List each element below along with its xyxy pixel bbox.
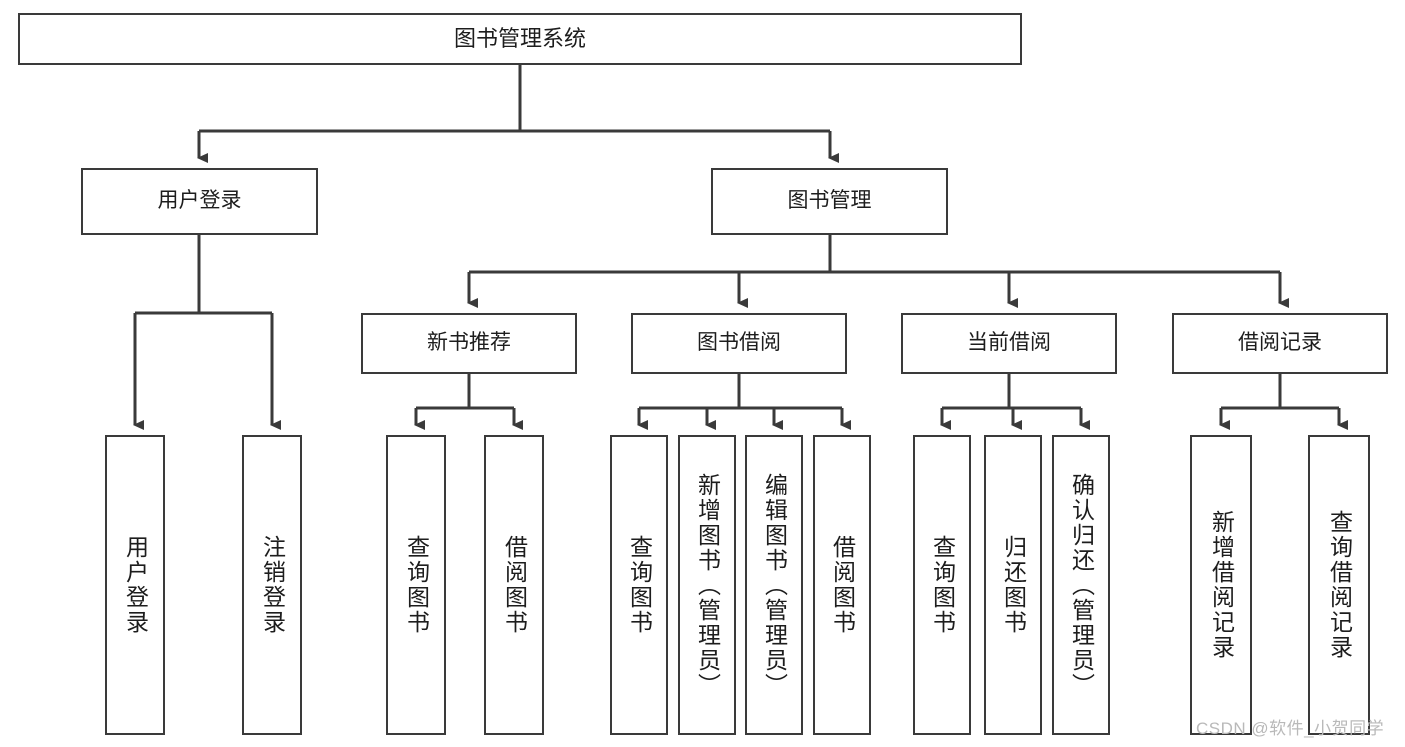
node-label: 用户登录: [157, 189, 242, 213]
node-user-login[interactable]: 用户登录: [81, 168, 318, 235]
node-label: 查询图书: [929, 535, 956, 635]
node-leaf-query-book-2[interactable]: 查询图书: [610, 435, 668, 735]
node-label: 借阅记录: [1238, 331, 1322, 355]
node-leaf-add-borrow-record[interactable]: 新增借阅记录: [1190, 435, 1252, 735]
node-label: 借阅图书: [501, 535, 528, 635]
node-label: 图书管理: [787, 189, 872, 213]
node-label: 注销登录: [259, 535, 286, 635]
edges-new-book-recommend: [414, 374, 523, 430]
node-label: 新增图书（管理员）: [694, 472, 721, 698]
edges-current-borrow: [940, 374, 1090, 430]
node-new-book-recommend[interactable]: 新书推荐: [361, 313, 577, 374]
node-leaf-user-login[interactable]: 用户登录: [105, 435, 165, 735]
node-leaf-borrow-book-1[interactable]: 借阅图书: [484, 435, 544, 735]
edges-user-login: [133, 235, 281, 430]
node-book-management[interactable]: 图书管理: [711, 168, 948, 235]
watermark-text: CSDN @软件_小贺同学: [1196, 719, 1385, 738]
node-leaf-confirm-return-admin[interactable]: 确认归还（管理员）: [1052, 435, 1110, 735]
node-label: 查询图书: [403, 535, 430, 635]
node-leaf-query-book-1[interactable]: 查询图书: [386, 435, 446, 735]
node-leaf-logout[interactable]: 注销登录: [242, 435, 302, 735]
edges-borrow-records: [1219, 374, 1348, 430]
edges-root: [197, 65, 839, 163]
node-label: 确认归还（管理员）: [1068, 472, 1095, 698]
node-label: 编辑图书（管理员）: [761, 472, 788, 698]
node-label: 用户登录: [122, 535, 149, 635]
edges-book-management: [467, 235, 1289, 308]
node-leaf-edit-book-admin[interactable]: 编辑图书（管理员）: [745, 435, 803, 735]
node-leaf-query-borrow-record[interactable]: 查询借阅记录: [1308, 435, 1370, 735]
node-label: 当前借阅: [967, 331, 1051, 355]
node-book-borrow[interactable]: 图书借阅: [631, 313, 847, 374]
node-label: 图书借阅: [697, 331, 781, 355]
node-leaf-borrow-book-2[interactable]: 借阅图书: [813, 435, 871, 735]
node-borrow-records[interactable]: 借阅记录: [1172, 313, 1388, 374]
node-leaf-return-book[interactable]: 归还图书: [984, 435, 1042, 735]
node-label: 新增借阅记录: [1208, 510, 1235, 660]
node-root-system[interactable]: 图书管理系统: [18, 13, 1022, 65]
edges-book-borrow: [637, 374, 851, 430]
node-label: 查询借阅记录: [1326, 510, 1353, 660]
node-label: 图书管理系统: [453, 26, 586, 52]
node-leaf-add-book-admin[interactable]: 新增图书（管理员）: [678, 435, 736, 735]
node-label: 查询图书: [626, 535, 653, 635]
node-label: 归还图书: [1000, 535, 1027, 635]
node-label: 新书推荐: [427, 331, 511, 355]
node-current-borrow[interactable]: 当前借阅: [901, 313, 1117, 374]
node-leaf-query-book-3[interactable]: 查询图书: [913, 435, 971, 735]
node-label: 借阅图书: [829, 535, 856, 635]
